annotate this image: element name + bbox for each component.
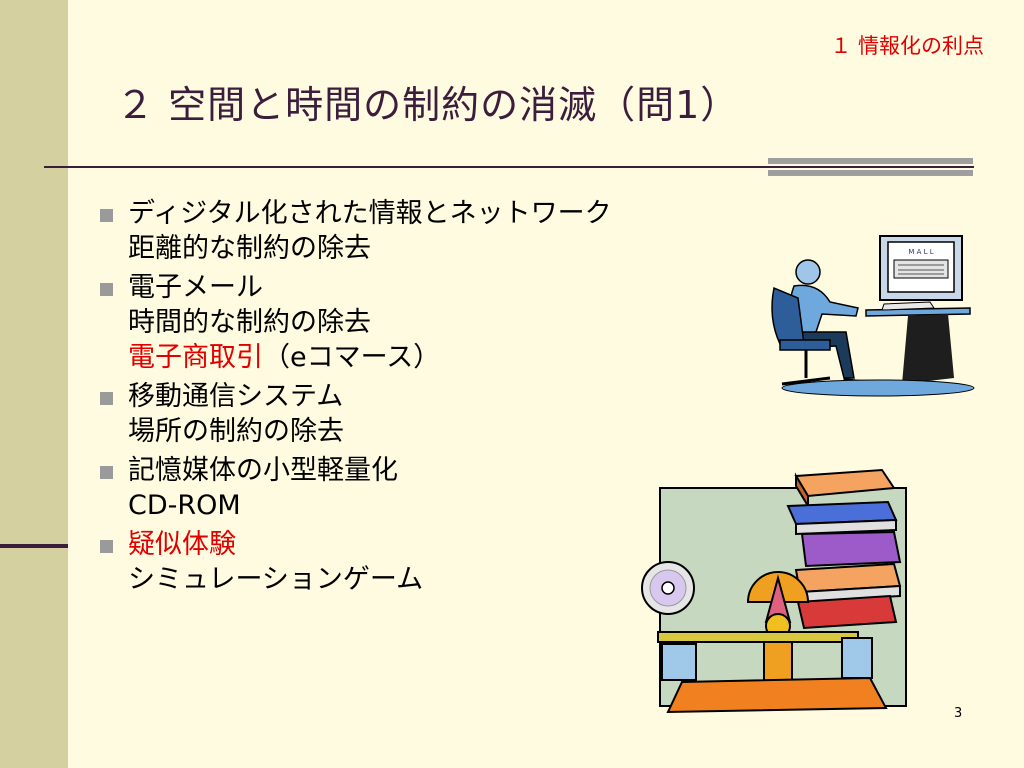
bullet-square-icon	[100, 540, 113, 553]
bullet-item: 記憶媒体の小型軽量化 CD-ROM	[90, 453, 770, 523]
computer-user-clipart: M A L L	[771, 235, 975, 397]
bullet-square-icon	[100, 466, 113, 479]
bullet-line: 場所の制約の除去	[128, 416, 344, 447]
side-bar-divider	[0, 544, 68, 548]
bullet-line: 疑似体験	[128, 529, 236, 560]
bullet-square-icon	[100, 209, 113, 222]
bullet-line: 時間的な制約の除去	[128, 307, 371, 338]
bullet-item: 疑似体験 シミュレーションゲーム	[90, 527, 770, 597]
rule-accent	[768, 158, 973, 178]
bullet-line: CD-ROM	[128, 490, 241, 521]
bullet-line: 電子メール	[128, 272, 263, 303]
bullet-list: ディジタル化された情報とネットワーク 距離的な制約の除去 電子メール 時間的な制…	[90, 196, 770, 601]
bullet-line: ディジタル化された情報とネットワーク	[128, 198, 612, 229]
slide-title: ２ 空間と時間の制約の消滅（問1）	[116, 83, 740, 127]
bullet-line: シミュレーションゲーム	[128, 564, 424, 595]
bullet-item: 移動通信システム 場所の制約の除去	[90, 379, 770, 449]
bullet-line: 記憶媒体の小型軽量化	[128, 455, 398, 486]
highlight-text: 電子商取引	[128, 342, 263, 373]
bullet-line: 移動通信システム	[128, 381, 344, 412]
bullet-square-icon	[100, 283, 113, 296]
side-bar	[0, 0, 68, 768]
bullet-item: ディジタル化された情報とネットワーク 距離的な制約の除去	[90, 196, 770, 266]
bullet-square-icon	[100, 392, 113, 405]
screen-text: M A L L	[908, 248, 933, 256]
bullet-item: 電子メール 時間的な制約の除去 電子商取引（eコマース）	[90, 270, 770, 375]
title-rule	[44, 166, 974, 168]
bullet-line: 距離的な制約の除去	[128, 233, 371, 264]
page-number: 3	[954, 706, 963, 721]
bullet-line-suffix: （eコマース）	[263, 342, 441, 373]
slide-subtitle: １ 情報化の利点	[830, 34, 984, 58]
bullet-line: 電子商取引（eコマース）	[128, 340, 770, 375]
books-scale-clipart	[641, 468, 907, 714]
